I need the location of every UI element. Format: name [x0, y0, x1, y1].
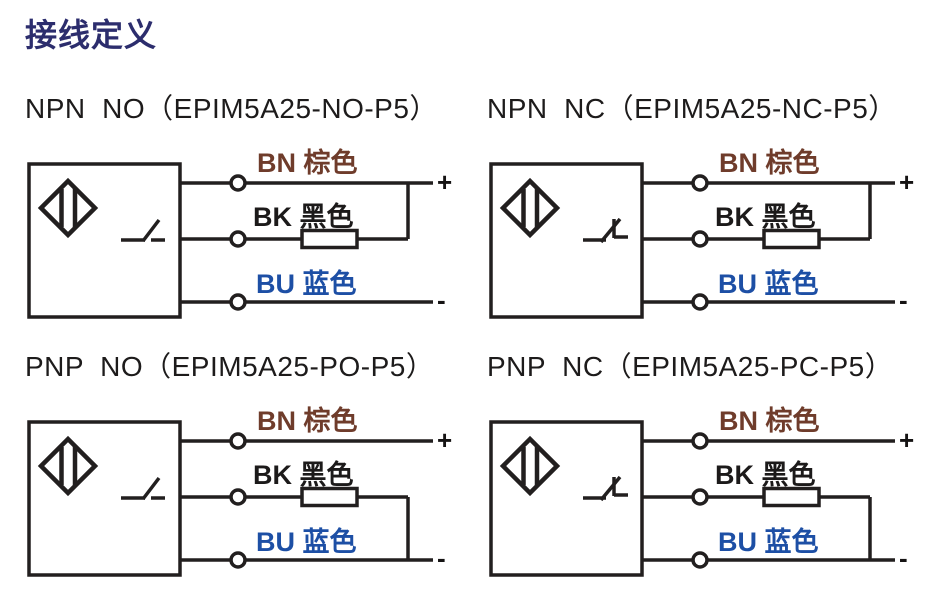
bu-terminal-circle [691, 293, 709, 311]
diagram-pnp-no: PNP NO（EPIM5A25-PO-P5） BN 棕色 BK 黑色 BU 蓝色 [25, 350, 485, 608]
sensor-box [489, 420, 644, 577]
proximity-sensor-icon [499, 177, 561, 239]
bk-terminal-circle [691, 230, 709, 248]
minus-terminal-label: - [899, 543, 908, 573]
wiring-circuit: BN 棕色 BK 黑色 BU 蓝色 + - [27, 147, 452, 319]
load-resistor [300, 228, 359, 250]
load-resistor [762, 228, 821, 250]
minus-terminal-label: - [437, 543, 446, 573]
bu-wire-label: BU 蓝色 [718, 526, 819, 557]
nc-contact-icon [583, 475, 628, 502]
bk-wire-label: BK 黑色 [715, 201, 816, 232]
bk-wire-label: BK 黑色 [253, 201, 354, 232]
proximity-sensor-icon [499, 435, 561, 497]
sensor-box [489, 162, 644, 319]
bk-terminal-circle [691, 488, 709, 506]
bn-wire-label: BN 棕色 [719, 147, 820, 178]
bu-wire-label: BU 蓝色 [256, 268, 357, 299]
wiring-circuit: BN 棕色 BK 黑色 BU 蓝色 + - [27, 405, 452, 577]
wiring-circuit: BN 棕色 BK 黑色 BU 蓝色 + - [489, 147, 914, 319]
no-contact-icon [121, 476, 165, 501]
minus-terminal-label: - [899, 285, 908, 315]
bu-wire-label: BU 蓝色 [256, 526, 357, 557]
bu-terminal-circle [691, 551, 709, 569]
proximity-sensor-icon [37, 435, 99, 497]
plus-terminal-label: + [899, 167, 914, 197]
diagram-npn-no: NPN NO（EPIM5A25-NO-P5） BN 棕色 BK 黑色 BU 蓝色 [25, 92, 485, 350]
bn-terminal-circle [691, 174, 709, 192]
load-resistor [762, 486, 821, 508]
wiring-circuit: BN 棕色 BK 黑色 BU 蓝色 + - [489, 405, 914, 577]
diagram-title: PNP NO（EPIM5A25-PO-P5） [25, 351, 435, 382]
bn-wire-label: BN 棕色 [257, 405, 358, 436]
plus-terminal-label: + [437, 425, 452, 455]
plus-terminal-label: + [437, 167, 452, 197]
bk-terminal-circle [229, 488, 247, 506]
page-title: 接线定义 [25, 17, 158, 53]
bu-wire-label: BU 蓝色 [718, 268, 819, 299]
bn-terminal-circle [691, 432, 709, 450]
bn-wire-label: BN 棕色 [257, 147, 358, 178]
bn-wire-label: BN 棕色 [719, 405, 820, 436]
bn-terminal-circle [229, 174, 247, 192]
plus-terminal-label: + [899, 425, 914, 455]
bu-terminal-circle [229, 293, 247, 311]
bu-terminal-circle [229, 551, 247, 569]
diagram-npn-nc: NPN NC（EPIM5A25-NC-P5） BN 棕色 BK 黑色 [487, 92, 947, 350]
diagram-title: PNP NC（EPIM5A25-PC-P5） [487, 351, 894, 382]
no-contact-icon [121, 218, 165, 243]
nc-contact-icon [583, 217, 628, 244]
diagram-title: NPN NO（EPIM5A25-NO-P5） [25, 93, 438, 124]
bk-wire-label: BK 黑色 [715, 459, 816, 490]
proximity-sensor-icon [37, 177, 99, 239]
diagram-pnp-nc: PNP NC（EPIM5A25-PC-P5） BN 棕色 BK 黑色 [487, 350, 947, 608]
bn-terminal-circle [229, 432, 247, 450]
minus-terminal-label: - [437, 285, 446, 315]
bk-wire-label: BK 黑色 [253, 459, 354, 490]
load-resistor [300, 486, 359, 508]
bk-terminal-circle [229, 230, 247, 248]
diagram-title: NPN NC（EPIM5A25-NC-P5） [487, 93, 897, 124]
